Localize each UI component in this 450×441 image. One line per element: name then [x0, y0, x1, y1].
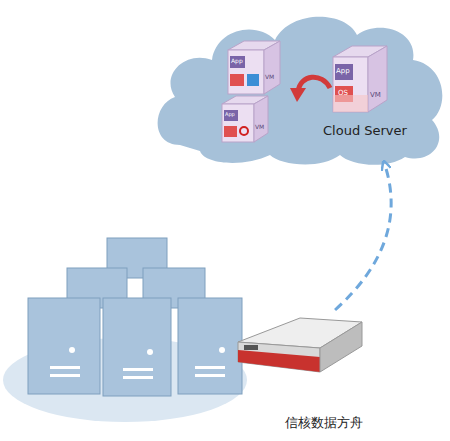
- icon-label: VM: [370, 92, 381, 99]
- dashed-connector: [335, 165, 391, 310]
- appliance-node: 信核数据方舟: [259, 310, 389, 435]
- icon-label: App: [336, 68, 350, 75]
- icon-label: App: [225, 112, 235, 117]
- cloud-outline: [158, 17, 443, 165]
- node-label: 信核数据方舟: [259, 414, 389, 432]
- server-cluster: [28, 238, 242, 396]
- icon-label: VM: [255, 124, 264, 130]
- base-ellipse: [3, 338, 247, 422]
- icon-label: OS: [338, 90, 348, 97]
- appliance: [238, 318, 362, 372]
- server-details: [50, 347, 225, 379]
- cloud-shape: [150, 5, 450, 165]
- cloud-node: Cloud Server: [150, 5, 450, 165]
- icon-label: VM: [265, 74, 274, 80]
- icon-label: App: [231, 58, 243, 64]
- node-label: Cloud Server: [323, 123, 407, 138]
